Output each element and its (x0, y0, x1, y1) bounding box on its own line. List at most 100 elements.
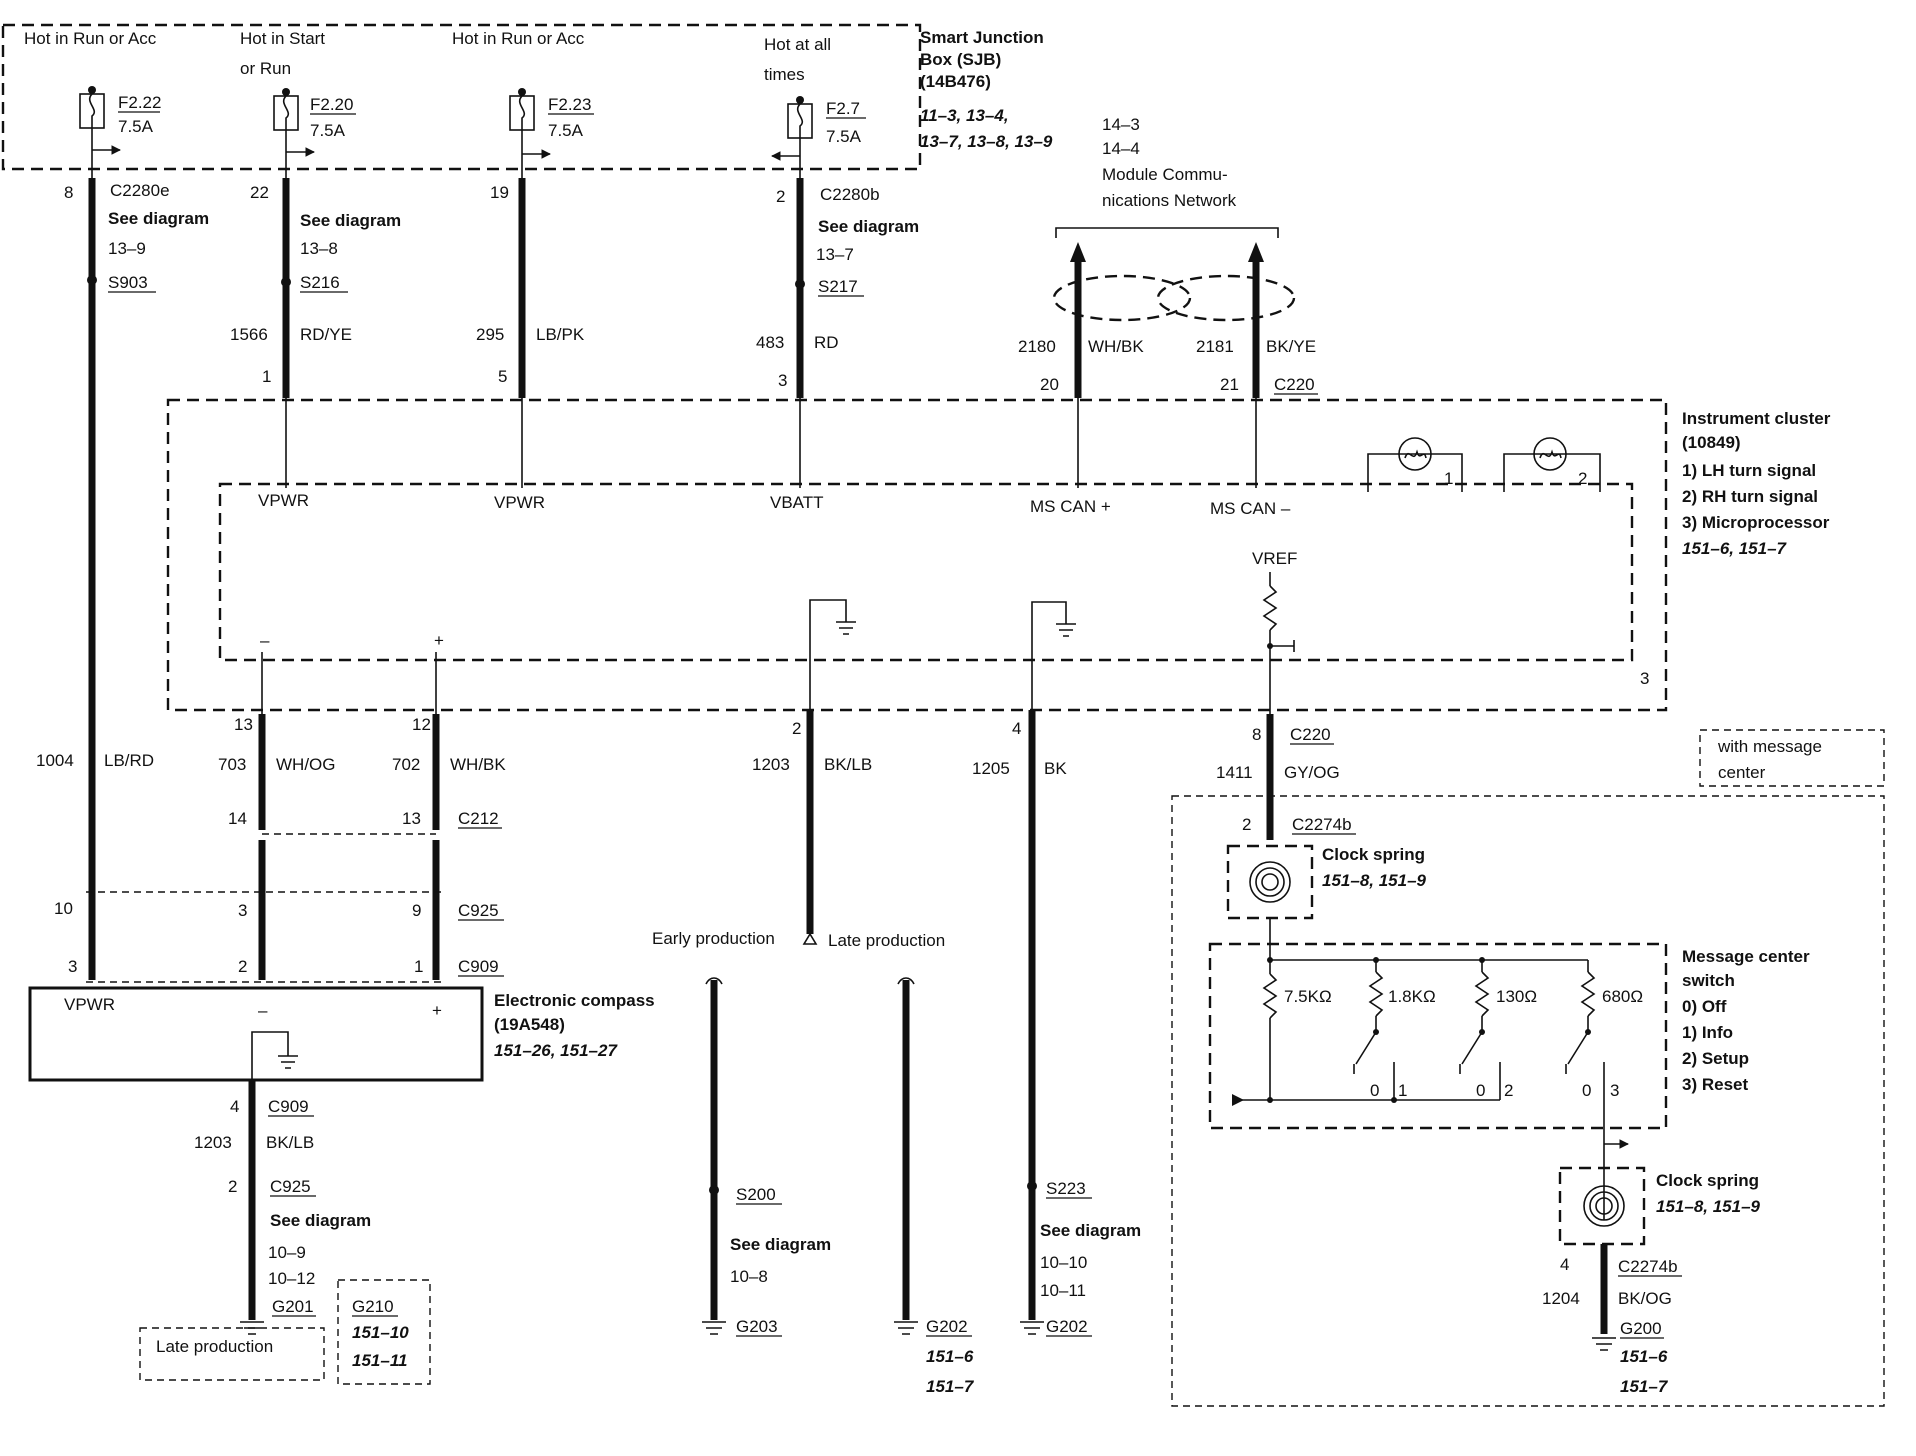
lamp2-number: 2 (1578, 469, 1587, 488)
ground-1203: 2 1203 BK/LB Early production Late produ… (652, 710, 975, 1396)
cluster-ground-2-trace (1031, 601, 1067, 710)
resistor-680 (1580, 971, 1596, 1017)
twisted-pair-left (1052, 274, 1192, 322)
c212-pin-b: 13 (402, 809, 421, 828)
cluster-title: Instrument cluster (1682, 409, 1831, 428)
switch-title-2: switch (1682, 971, 1735, 990)
can-connector: C220 (1274, 375, 1315, 394)
cluster-plus: + (434, 631, 444, 650)
wire2-splice: S216 (300, 273, 340, 292)
wire3-circuit: 295 (476, 325, 504, 344)
clock-spring-2-box (1558, 1166, 1646, 1246)
twisted-pair-right (1156, 274, 1296, 322)
switch-contact-1 (1355, 1031, 1377, 1065)
g1203-ground-2-ref-2: 151–7 (926, 1377, 975, 1396)
splice-s903 (87, 275, 97, 285)
cg-conn-1: C909 (268, 1097, 309, 1116)
cg-ground: G201 (272, 1297, 314, 1316)
contact-0c: 0 (1582, 1081, 1591, 1100)
g1205-color: BK (1044, 759, 1067, 778)
microprocessor-outline (218, 482, 1634, 662)
can-plus-circuit: 2180 (1018, 337, 1056, 356)
fuse1-rating: 7.5A (118, 117, 154, 136)
network-bracket (1055, 227, 1279, 238)
pin-vpwr-1: VPWR (258, 491, 309, 510)
wire4-connector: C2280b (820, 185, 880, 204)
wire-483: 2 C2280b See diagram 13–7 S217 483 RD 3 (756, 178, 919, 488)
can-network: 14–3 14–4 Module Commu- nications Networ… (1018, 115, 1318, 488)
late-cut-mark (897, 977, 915, 985)
microprocessor-number: 3 (1640, 669, 1649, 688)
g200-ground-icon (1592, 1337, 1616, 1351)
g1203-ground-2: G202 (926, 1317, 968, 1336)
fuse4-name: F2.7 (826, 99, 860, 118)
splice-s200 (709, 1185, 719, 1195)
mc-g-pin: 4 (1560, 1255, 1569, 1274)
cg-conn-2: C925 (270, 1177, 311, 1196)
c909-pin-1: 3 (68, 957, 77, 976)
can-plus-pin: 20 (1040, 375, 1059, 394)
cg-circuit: 1203 (194, 1133, 232, 1152)
compass-wires: 13 12 703 WH/OG 702 WH/BK 14 13 C212 10 … (54, 714, 506, 983)
resistor-1-8k (1368, 971, 1384, 1017)
early-cut-mark (705, 977, 723, 985)
lamp1-bulb (1398, 437, 1432, 471)
can-minus-pin: 21 (1220, 375, 1239, 394)
compass-refs: 151–26, 151–27 (494, 1041, 618, 1060)
fuse3-name: F2.23 (548, 95, 591, 114)
wire3-color: LB/PK (536, 325, 585, 344)
wire2-pin: 22 (250, 183, 269, 202)
splice-s223 (1027, 1181, 1037, 1191)
resistor-3-value: 130Ω (1496, 987, 1537, 1006)
switch-title-1: Message center (1682, 947, 1810, 966)
g203-ground-icon (702, 1321, 726, 1335)
network-ref-1: 14–3 (1102, 115, 1140, 134)
compass-internal-ground (251, 1031, 289, 1080)
cg-color: BK/LB (266, 1133, 314, 1152)
g202-late-ground-icon (894, 1321, 918, 1335)
vref-resistor (1262, 585, 1278, 631)
c925-pin-1: 10 (54, 899, 73, 918)
contact-0b: 0 (1476, 1081, 1485, 1100)
minus-color: WH/OG (276, 755, 336, 774)
wire3-cluster-pin: 5 (498, 367, 507, 386)
cg-pin-1: 4 (230, 1097, 239, 1116)
mc-g-circuit: 1204 (1542, 1289, 1580, 1308)
can-plus-color: WH/BK (1088, 337, 1144, 356)
bus-arrow (1232, 1094, 1244, 1106)
mc-pin: 8 (1252, 725, 1261, 744)
early-production-label: Early production (652, 929, 775, 948)
clock-spring-1-box (1226, 844, 1314, 920)
cluster-refs: 151–6, 151–7 (1682, 539, 1788, 558)
clock-spring-2-title: Clock spring (1656, 1171, 1759, 1190)
g1205-ref-1: 10–10 (1040, 1253, 1087, 1272)
fuse4-hot-label-2: times (764, 65, 805, 84)
cluster-item-1: 1) LH turn signal (1682, 461, 1816, 480)
g1203-splice: S200 (736, 1185, 776, 1204)
cg-alt-ref-1: 151–10 (352, 1323, 409, 1342)
wire-295: 19 295 LB/PK 5 (476, 178, 585, 488)
wire4-cluster-pin: 3 (778, 371, 787, 390)
cg-alt-ground: G210 (352, 1297, 394, 1316)
g1203-circuit: 1203 (752, 755, 790, 774)
splice-s216 (281, 277, 291, 287)
resistor-1-value: 7.5KΩ (1284, 987, 1332, 1006)
compass-part: (19A548) (494, 1015, 565, 1034)
g1203-pin: 2 (792, 719, 801, 738)
wire4-splice: S217 (818, 277, 858, 296)
compass-vpwr: VPWR (64, 995, 115, 1014)
pin-vpwr-2: VPWR (494, 493, 545, 512)
cluster-part: (10849) (1682, 433, 1741, 452)
switch-contact-3 (1567, 1031, 1589, 1065)
cg-pin-2: 2 (228, 1177, 237, 1196)
fuse2-rating: 7.5A (310, 121, 346, 140)
wire1-ref: 13–9 (108, 239, 146, 258)
fuse1-name: F2.22 (118, 93, 161, 112)
wire1-connector: C2280e (110, 181, 170, 200)
fuse2-name: F2.20 (310, 95, 353, 114)
pin-vref: VREF (1252, 549, 1297, 568)
c909-pin-2: 2 (238, 957, 247, 976)
production-split-arrow (802, 932, 818, 945)
smart-junction-box: Smart Junction Box (SJB) (14B476) 11–3, … (1, 23, 1053, 171)
contact-0a: 0 (1370, 1081, 1379, 1100)
